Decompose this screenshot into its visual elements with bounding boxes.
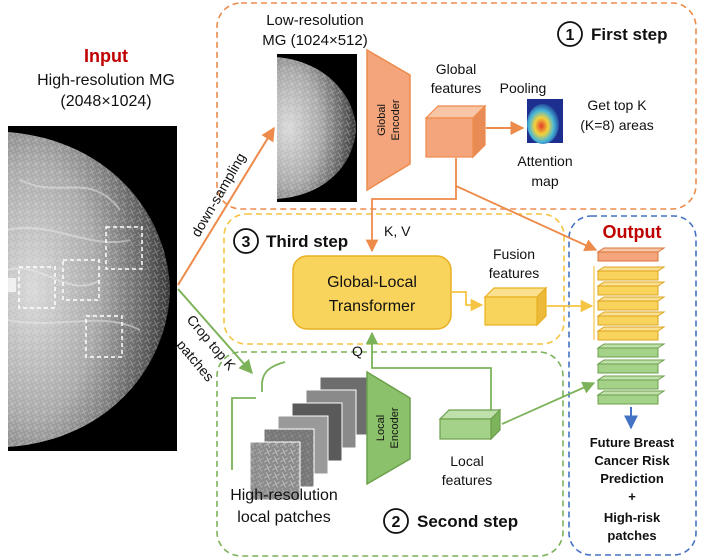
output-text-line5: High-risk	[604, 510, 661, 525]
output-feature-stack	[593, 247, 666, 405]
q-arrow	[365, 331, 492, 410]
downsampling-label: down-sampling	[188, 150, 249, 240]
kv-arrow	[365, 186, 457, 253]
output-local-bars	[596, 343, 666, 405]
output-text-line1: Future Breast	[590, 435, 675, 450]
local-features-cube	[438, 408, 502, 441]
output-text-line4: +	[628, 489, 636, 504]
crop-arrow	[177, 288, 253, 375]
lowres-label-line2: MG (1024×512)	[262, 32, 367, 49]
local-encoder-block	[366, 370, 411, 486]
local-patches-stack	[249, 361, 371, 501]
output-global-bar	[596, 247, 666, 262]
low-resolution-mammogram	[277, 54, 357, 202]
local-to-output-arrow	[501, 381, 596, 425]
patches-label-line1: High-resolution	[230, 487, 338, 504]
local-features-label-line2: features	[442, 472, 493, 488]
patch-box	[85, 315, 123, 358]
global-features-label-line2: features	[431, 80, 482, 96]
candidate-patch-boxes	[18, 226, 143, 358]
second-step-number: 2	[392, 514, 401, 531]
global-local-transformer-block	[292, 255, 452, 330]
patch-box	[105, 226, 143, 270]
first-step-number-circle	[557, 21, 583, 47]
output-text-line2: Cancer Risk	[594, 453, 670, 468]
attention-map-image	[527, 99, 563, 144]
input-resolution-line1: High-resolution MG	[37, 72, 175, 89]
first-step-region	[216, 2, 697, 210]
global-encoder-block	[366, 48, 411, 192]
pooling-label: Pooling	[500, 80, 547, 96]
top-k-label-line1: Get top K	[587, 97, 647, 113]
global-encoder-label-line2: Encoder	[390, 99, 402, 140]
kv-label: K, V	[384, 223, 411, 239]
output-region	[568, 215, 697, 556]
attention-map-label-line2: map	[531, 173, 558, 189]
transformer-to-fusion-arrow	[452, 291, 484, 312]
patch-box	[18, 266, 56, 309]
patches-label-line2: local patches	[237, 509, 330, 526]
output-text-line3: Prediction	[600, 471, 664, 486]
output-title: Output	[603, 222, 662, 242]
input-resolution-line2: (2048×1024)	[60, 93, 151, 110]
global-features-label-line1: Global	[436, 61, 476, 77]
high-resolution-mammogram	[7, 126, 177, 451]
second-step-region	[216, 351, 564, 557]
output-fusion-bars	[596, 266, 666, 341]
local-encoder-label-line2: Encoder	[389, 407, 401, 448]
fusion-label-line1: Fusion	[493, 246, 535, 262]
third-step-number: 3	[242, 234, 251, 251]
second-step-label: Second step	[417, 512, 518, 531]
patches-bracket	[231, 397, 256, 470]
output-text-line6: patches	[607, 528, 656, 543]
third-step-region	[223, 213, 565, 345]
fusion-label-line2: features	[489, 265, 540, 281]
third-step-label: Third step	[266, 232, 348, 251]
global-to-output-arrow	[455, 158, 598, 252]
patch-box	[62, 259, 100, 301]
input-title: Input	[84, 46, 128, 66]
local-encoder-label-line1: Local	[375, 415, 387, 441]
first-step-number: 1	[566, 27, 575, 44]
local-features-label-line1: Local	[450, 453, 483, 469]
global-features-cube	[424, 104, 487, 159]
first-step-label: First step	[591, 25, 668, 44]
q-label: Q	[352, 343, 363, 359]
downsampling-arrow	[177, 126, 275, 286]
lowres-label-line1: Low-resolution	[266, 12, 364, 29]
second-step-number-circle	[383, 508, 409, 534]
transformer-label-line2: Transformer	[329, 298, 416, 315]
attention-map-label-line1: Attention	[517, 153, 572, 169]
fusion-features-cube	[483, 286, 548, 327]
top-k-label-line2: (K=8) areas	[580, 117, 654, 133]
third-step-number-circle	[233, 228, 259, 254]
global-encoder-label-line1: Global	[376, 104, 388, 136]
transformer-label-line1: Global-Local	[327, 274, 417, 291]
